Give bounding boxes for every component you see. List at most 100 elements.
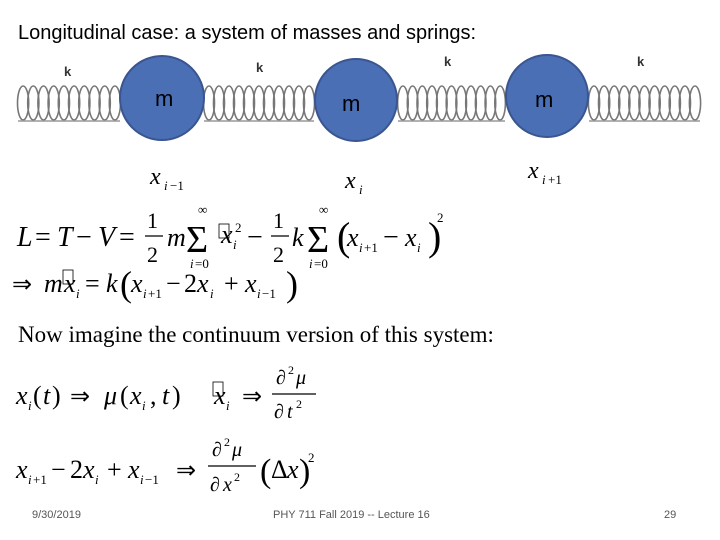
- svg-text:2: 2: [308, 450, 315, 465]
- svg-text:=0: =0: [314, 256, 328, 271]
- mass-label: m: [535, 87, 553, 112]
- spring-label: k: [637, 54, 645, 69]
- svg-text:x: x: [220, 220, 233, 249]
- svg-text:∞: ∞: [198, 202, 207, 217]
- svg-text:μ: μ: [295, 367, 306, 389]
- svg-text:L: L: [16, 222, 33, 253]
- svg-text:i: i: [143, 286, 147, 301]
- svg-text:=0: =0: [195, 256, 209, 271]
- spring-constant-labels: k k k k: [64, 54, 645, 79]
- mass-center: [314, 58, 398, 142]
- svg-text:x: x: [286, 455, 299, 484]
- svg-text:k: k: [106, 269, 118, 298]
- svg-text:i: i: [164, 178, 168, 193]
- svg-text:i: i: [76, 286, 80, 301]
- continuum-statement: Now imagine the continuum version of thi…: [18, 322, 494, 347]
- svg-text:i: i: [28, 398, 32, 413]
- svg-text:+1: +1: [364, 240, 378, 255]
- svg-text:+1: +1: [33, 472, 47, 487]
- svg-text:k: k: [292, 223, 304, 252]
- footer-date: 9/30/2019: [32, 509, 81, 521]
- svg-text:x: x: [63, 269, 76, 298]
- svg-text:−: −: [166, 269, 181, 298]
- svg-text:i: i: [359, 240, 363, 255]
- svg-text:t: t: [43, 381, 51, 410]
- svg-text:2: 2: [224, 435, 230, 449]
- svg-text:∂: ∂: [212, 439, 222, 461]
- svg-text:2: 2: [288, 363, 294, 377]
- svg-text:μ: μ: [103, 381, 117, 410]
- svg-text:V: V: [98, 222, 118, 253]
- spring-label: k: [64, 64, 72, 79]
- svg-text:∂: ∂: [276, 367, 286, 389]
- svg-text:∂: ∂: [210, 474, 220, 496]
- svg-text:1: 1: [147, 208, 158, 233]
- svg-text:): ): [428, 214, 441, 259]
- svg-text:+: +: [107, 455, 122, 484]
- spring-label: k: [444, 54, 452, 69]
- svg-text:Σ: Σ: [186, 219, 208, 261]
- mass-right: [505, 54, 589, 138]
- svg-text:−1: −1: [262, 286, 276, 301]
- spring-mass-diagram: k k k k m m m: [16, 54, 702, 142]
- svg-text:x: x: [244, 269, 257, 298]
- svg-text:m: m: [44, 269, 63, 298]
- svg-text:+: +: [224, 269, 239, 298]
- svg-text:x: x: [222, 474, 232, 496]
- mass-label: m: [342, 91, 360, 116]
- svg-text:i: i: [417, 240, 421, 255]
- footer-course: PHY 711 Fall 2019 -- Lecture 16: [273, 509, 430, 521]
- svg-text:,: ,: [150, 381, 157, 410]
- svg-text:(: (: [120, 381, 129, 410]
- svg-text:i: i: [95, 472, 99, 487]
- svg-text:Δ: Δ: [271, 455, 288, 484]
- svg-text:−: −: [247, 222, 263, 253]
- svg-text:x: x: [404, 223, 417, 252]
- svg-text:2: 2: [234, 470, 240, 484]
- svg-text:2: 2: [147, 242, 158, 267]
- svg-text:x: x: [129, 381, 142, 410]
- svg-text:t: t: [162, 381, 170, 410]
- svg-text:(: (: [120, 264, 132, 304]
- svg-text:∞: ∞: [319, 202, 328, 217]
- svg-text:2: 2: [235, 220, 242, 235]
- svg-text:=: =: [85, 269, 100, 298]
- svg-text:x: x: [127, 455, 140, 484]
- svg-text:1: 1: [273, 208, 284, 233]
- svg-text:x: x: [346, 223, 359, 252]
- svg-text:2: 2: [273, 242, 284, 267]
- svg-text:x: x: [15, 381, 28, 410]
- svg-text:i: i: [142, 398, 146, 413]
- svg-text:i: i: [542, 172, 546, 187]
- svg-text:2: 2: [296, 397, 302, 411]
- svg-text:⇒: ⇒: [70, 384, 90, 410]
- svg-text:x: x: [15, 455, 28, 484]
- svg-text:=: =: [119, 222, 135, 253]
- svg-text:i: i: [28, 472, 32, 487]
- svg-text:i: i: [210, 286, 214, 301]
- svg-text:i: i: [233, 237, 237, 252]
- svg-text:x: x: [344, 168, 356, 194]
- svg-text:∂: ∂: [274, 401, 284, 423]
- svg-text:x: x: [213, 381, 226, 410]
- spring-label: k: [256, 60, 264, 75]
- svg-text:x: x: [149, 164, 161, 190]
- mass-label: m: [155, 86, 173, 111]
- svg-text:(: (: [260, 453, 271, 490]
- svg-text:i: i: [226, 398, 230, 413]
- svg-text:2: 2: [437, 210, 444, 225]
- svg-text:(: (: [33, 381, 42, 410]
- svg-text:⇒: ⇒: [242, 384, 262, 410]
- svg-text:⇒: ⇒: [12, 272, 32, 298]
- svg-text:x: x: [82, 455, 95, 484]
- svg-text:i: i: [140, 472, 144, 487]
- svg-text:i: i: [190, 256, 194, 271]
- svg-text:−: −: [51, 455, 66, 484]
- slide-number: 29: [664, 509, 677, 521]
- svg-text:t: t: [287, 401, 293, 423]
- svg-text:−1: −1: [170, 178, 184, 193]
